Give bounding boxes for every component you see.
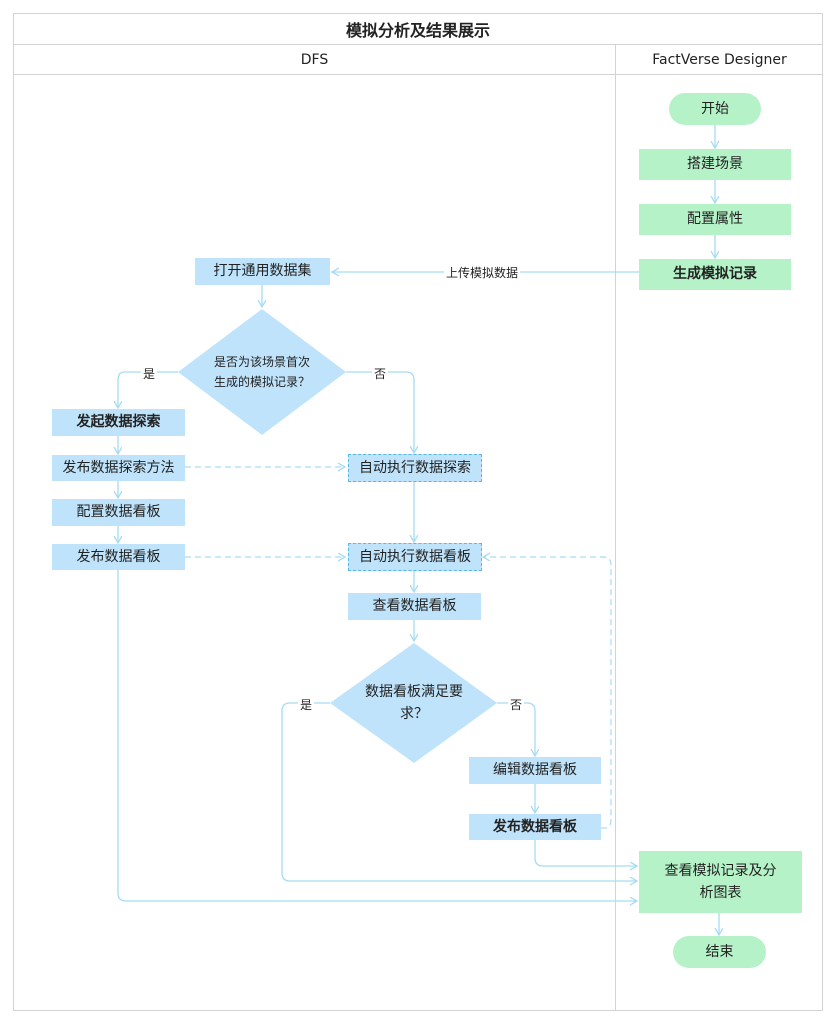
edge-dashed-publishright-autoboard <box>483 557 612 829</box>
edge-decision2-no <box>497 702 535 756</box>
node-auto-explore: 自动执行数据探索 <box>348 454 482 482</box>
edge-publishleft-record <box>117 570 637 901</box>
label-no2: 否 <box>508 696 525 713</box>
node-auto-board: 自动执行数据看板 <box>348 543 482 571</box>
node-config-board: 配置数据看板 <box>52 499 185 526</box>
label-yes1: 是 <box>141 365 158 382</box>
node-view-record: 查看模拟记录及分析图表 <box>639 851 802 913</box>
label-yes2: 是 <box>298 696 315 713</box>
lane-header-factverse: FactVerse Designer <box>616 45 823 75</box>
node-launch-explore: 发起数据探索 <box>52 409 185 436</box>
edge-decision1-yes <box>118 371 178 408</box>
node-build-scene: 搭建场景 <box>639 149 791 180</box>
node-decision1: 是否为该场景首次生成的模拟记录？ <box>213 354 310 389</box>
lane-header-dfs: DFS <box>13 45 616 75</box>
node-config-attr: 配置属性 <box>639 204 791 235</box>
node-publish-board-right: 发布数据看板 <box>469 814 601 840</box>
node-publish-board-left: 发布数据看板 <box>52 544 185 570</box>
decision1-shape <box>178 309 346 435</box>
node-gen-record: 生成模拟记录 <box>639 259 791 290</box>
lane-divider <box>615 45 616 1011</box>
diagram-frame <box>13 13 823 1011</box>
node-view-board: 查看数据看板 <box>348 593 481 620</box>
label-no1: 否 <box>372 365 389 382</box>
decision2-shape <box>330 643 497 763</box>
node-edit-board: 编辑数据看板 <box>469 757 601 784</box>
node-publish-method: 发布数据探索方法 <box>52 455 185 481</box>
label-upload: 上传模拟数据 <box>444 264 521 281</box>
edge-publishright-record <box>534 840 637 866</box>
node-end: 结束 <box>673 936 766 968</box>
node-start: 开始 <box>669 93 761 125</box>
node-open-dataset: 打开通用数据集 <box>195 258 330 285</box>
diagram-title: 模拟分析及结果展示 <box>13 13 823 45</box>
edge-decision1-no <box>346 371 414 453</box>
node-decision2: 数据看板满足要求？ <box>365 683 463 722</box>
edge-decision2-yes <box>281 702 637 881</box>
